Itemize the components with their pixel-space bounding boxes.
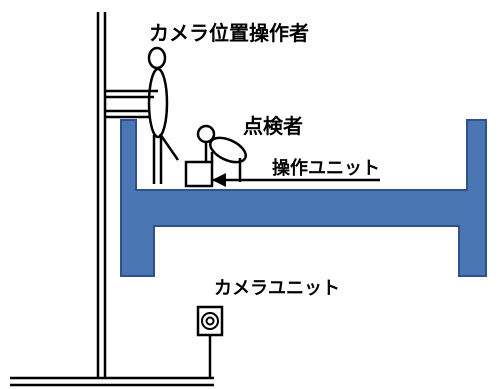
inspector-label: 点検者 <box>243 114 303 138</box>
camera-operator-label: カメラ位置操作者 <box>149 21 309 45</box>
operation-unit-leader <box>212 173 380 187</box>
base-platform <box>10 376 214 387</box>
bridge-girder <box>120 119 487 277</box>
camera-unit <box>196 305 224 378</box>
inspector-figure <box>196 124 247 182</box>
camera-operator-figure <box>105 46 180 184</box>
operation-unit-box <box>184 160 214 188</box>
vertical-mast <box>96 12 107 378</box>
camera-unit-label: カメラユニット <box>214 278 340 299</box>
operation-unit-label: 操作ユニット <box>272 157 380 179</box>
